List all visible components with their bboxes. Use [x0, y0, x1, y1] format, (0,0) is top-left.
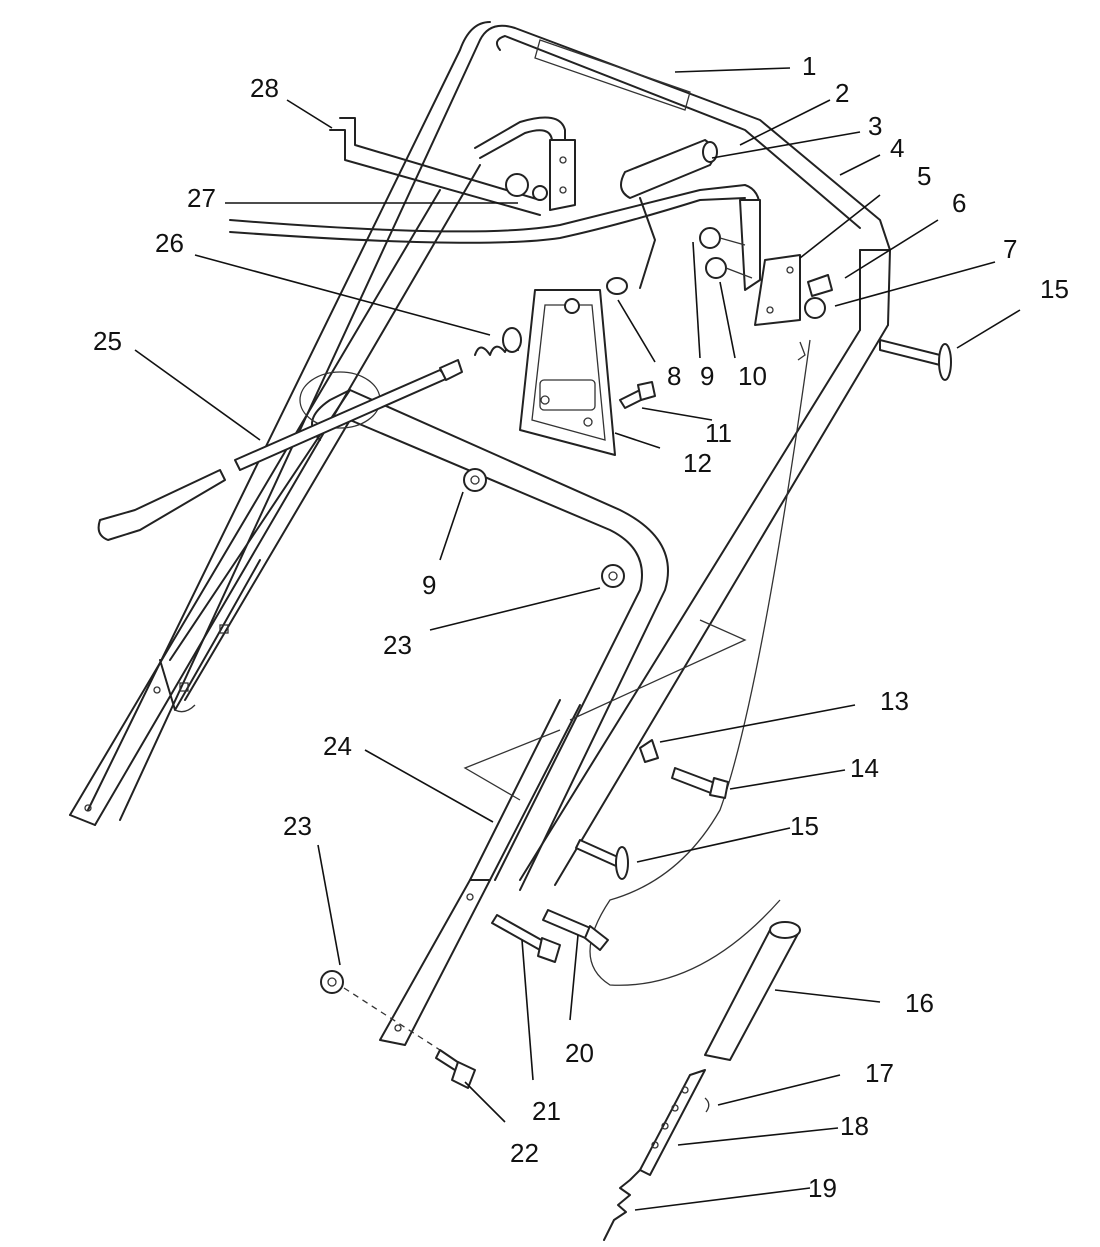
grip-sleeve — [704, 921, 801, 1061]
callout-15-upper: 15 — [1040, 274, 1069, 304]
screw-11 — [619, 381, 656, 409]
callout-23-lower: 23 — [283, 811, 312, 841]
callout-23-middle: 23 — [383, 630, 412, 660]
control-panel-bracket — [519, 289, 616, 456]
callout-16: 16 — [905, 988, 934, 1018]
callout-2: 2 — [835, 78, 849, 108]
nuts-middle — [463, 468, 625, 588]
callout-7: 7 — [1003, 234, 1017, 264]
upper-handle — [69, 21, 891, 886]
clip-and-screw — [639, 739, 729, 799]
callout-11: 11 — [705, 418, 732, 448]
callout-17: 17 — [865, 1058, 894, 1088]
callout-9-upper: 9 — [700, 361, 714, 391]
callout-10: 10 — [738, 361, 767, 391]
bolts-20-21 — [491, 909, 609, 963]
grip-rod — [620, 139, 718, 289]
callout-27: 27 — [187, 183, 216, 213]
callout-21: 21 — [532, 1096, 561, 1126]
callout-1: 1 — [802, 51, 816, 81]
carriage-bolt-lower — [575, 839, 629, 880]
callout-8: 8 — [667, 361, 681, 391]
callout-labels: 1 2 3 4 5 6 7 15 28 27 26 25 8 9 10 11 1… — [93, 51, 1069, 1203]
right-bracket — [699, 199, 833, 361]
callout-13: 13 — [880, 686, 909, 716]
callout-15-lower: 15 — [790, 811, 819, 841]
bail-lever — [329, 117, 541, 216]
callout-20: 20 — [565, 1038, 594, 1068]
callout-14: 14 — [850, 753, 879, 783]
callout-24: 24 — [323, 731, 352, 761]
ferrule — [606, 277, 628, 295]
callout-3: 3 — [868, 111, 882, 141]
spring-and-rod — [97, 327, 522, 541]
carriage-bolt-upper — [879, 339, 952, 381]
control-bracket — [229, 116, 761, 244]
callout-18: 18 — [840, 1111, 869, 1141]
callout-25: 25 — [93, 326, 122, 356]
callout-9-middle: 9 — [422, 570, 436, 600]
lower-nut-and-bolt — [320, 970, 476, 1089]
callout-5: 5 — [917, 161, 931, 191]
lower-handle — [153, 371, 669, 1046]
callout-26: 26 — [155, 228, 184, 258]
callout-4: 4 — [890, 133, 904, 163]
callout-19: 19 — [808, 1173, 837, 1203]
callout-12: 12 — [683, 448, 712, 478]
reference-lines — [463, 339, 811, 986]
spring-plate — [603, 1069, 710, 1241]
leader-lines — [134, 67, 1021, 1211]
callout-28: 28 — [250, 73, 279, 103]
callout-22: 22 — [510, 1138, 539, 1168]
callout-6: 6 — [952, 188, 966, 218]
